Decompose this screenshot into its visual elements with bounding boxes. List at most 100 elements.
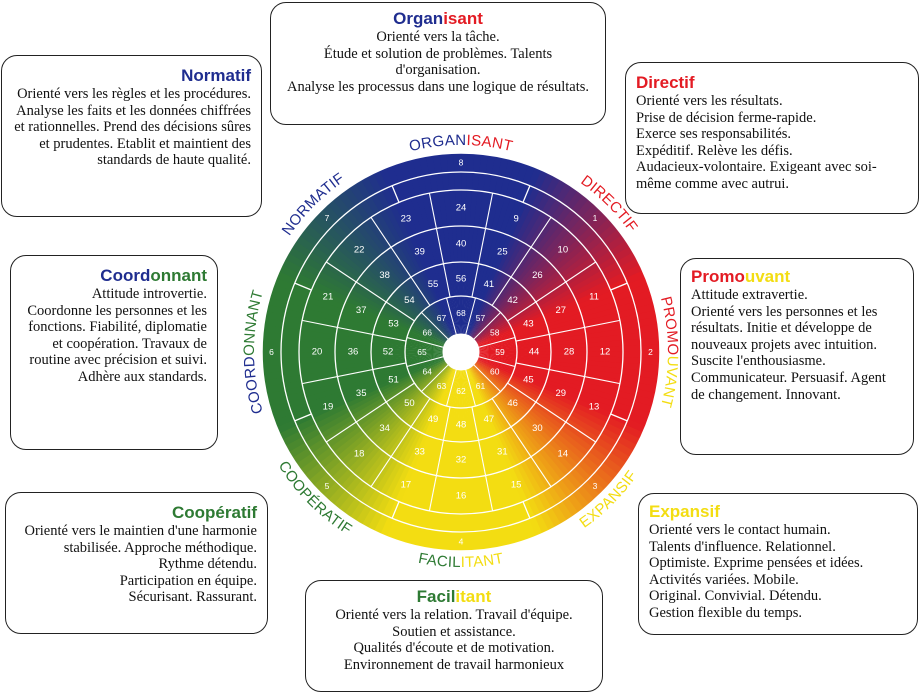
wheel-spoke xyxy=(491,398,552,488)
wheel-spoke xyxy=(507,382,597,443)
wheel-color-slice xyxy=(477,270,646,346)
wheel-color-slice xyxy=(355,179,453,337)
wheel-number: 12 xyxy=(600,347,611,358)
wheel-color-slice xyxy=(465,369,523,544)
wheel-color-slice xyxy=(471,186,579,338)
wheel-number: 62 xyxy=(456,386,466,396)
wheel-color-slice xyxy=(466,162,530,336)
wheel-spoke xyxy=(471,406,494,511)
wheel-spoke xyxy=(515,319,620,342)
wheel-number: 42 xyxy=(507,295,518,306)
wheel-number: 21 xyxy=(323,291,334,302)
wheel-color-slice xyxy=(475,229,623,342)
wheel-number: 11 xyxy=(589,291,599,302)
wheel-color-slice xyxy=(473,213,610,340)
cooperatif-box: Coopératif Orienté vers le maintien d'un… xyxy=(5,492,268,634)
wheel-color-slice xyxy=(478,303,656,349)
wheel-color-slice xyxy=(343,186,451,338)
wheel-number: 6 xyxy=(269,347,274,357)
wheel-spoke xyxy=(428,406,451,511)
wheel-ring-line xyxy=(280,171,642,533)
wheel-number: 35 xyxy=(356,388,367,399)
wheel-label-part: FACIL xyxy=(417,550,461,571)
wheel-spoke xyxy=(515,362,620,385)
wheel-color-slice xyxy=(281,359,446,446)
wheel-number: 36 xyxy=(348,347,359,358)
wheel-color-slice xyxy=(465,369,517,546)
wheel-color-slice xyxy=(467,164,537,336)
wheel-number: 1 xyxy=(593,213,598,223)
wheel-color-slice xyxy=(285,360,446,452)
wheel-color-slice xyxy=(261,351,444,360)
wheel-color-slice xyxy=(273,276,445,346)
wheel-number: 40 xyxy=(456,239,467,250)
wheel-color-slice xyxy=(468,172,555,337)
wheel-label-facilitant: FACILITANT xyxy=(417,550,505,571)
wheel-ring-line xyxy=(404,295,518,409)
wheel-color-slice xyxy=(477,358,646,434)
wheel-number: 63 xyxy=(437,381,447,391)
facilitant-box: Facilitant Orienté vers la relation. Tra… xyxy=(305,580,603,692)
normatif-text: Orienté vers les règles et les procédure… xyxy=(14,86,251,169)
wheel-color-slice xyxy=(285,252,446,344)
wheel-major-spoke xyxy=(610,282,628,291)
wheel-color-slice xyxy=(472,199,595,339)
wheel-color-slice xyxy=(472,365,595,505)
wheel-color-slice xyxy=(303,223,448,341)
wheel-color-slice xyxy=(473,364,610,491)
wheel-number: 34 xyxy=(379,423,390,434)
wheel-color-slice xyxy=(373,368,454,535)
wheel-spoke xyxy=(302,362,407,385)
wheel-color-slice xyxy=(471,190,584,338)
wheel-major-spoke xyxy=(294,282,312,291)
wheel-number: 18 xyxy=(354,448,365,459)
wheel-number: 32 xyxy=(456,455,467,466)
wheel-color-slice xyxy=(392,368,456,542)
wheel-inner-spoke xyxy=(406,356,444,367)
wheel-number: 27 xyxy=(555,305,566,316)
wheel-number: 51 xyxy=(388,374,399,385)
wheel-number: 29 xyxy=(555,388,566,399)
wheel-color-slice xyxy=(262,352,444,367)
wheel-number: 53 xyxy=(388,319,399,330)
wheel-color-slice xyxy=(474,223,619,341)
wheel-color-slice xyxy=(295,362,447,470)
cooperatif-text: Orienté vers le maintien d'une harmonie … xyxy=(24,523,257,606)
promouvant-title-part-b: uvant xyxy=(744,267,791,286)
wheel-label-part: UVANT xyxy=(657,355,681,409)
wheel-number: 41 xyxy=(484,279,495,290)
expansif-text: Orienté vers le contact humain. Talents … xyxy=(649,522,864,621)
wheel-color-slice xyxy=(343,366,451,518)
wheel-color-slice xyxy=(262,353,444,374)
wheel-color-slice xyxy=(461,369,476,551)
wheel-major-spoke xyxy=(522,185,531,203)
wheel-color-slice xyxy=(446,153,461,335)
wheel-color-slice xyxy=(303,363,448,481)
wheel-color-slice xyxy=(266,355,444,401)
wheel-spoke xyxy=(370,398,431,488)
wheel-inner-spoke xyxy=(406,337,444,348)
wheel-center-hole xyxy=(442,333,480,371)
wheel-color-slice xyxy=(299,362,447,475)
wheel-number: 5 xyxy=(325,481,330,491)
wheel-inner-spoke xyxy=(421,364,449,392)
wheel-number: 49 xyxy=(428,414,439,425)
organisant-title-part-a: Organ xyxy=(393,9,444,28)
facilitant-title: Facilitant xyxy=(316,587,592,607)
wheel-number: 4 xyxy=(459,537,464,547)
wheel-color-slice xyxy=(276,270,445,346)
wheel-color-slice xyxy=(469,367,567,525)
wheel-color-slice xyxy=(288,360,446,458)
wheel-color-slice xyxy=(467,368,543,537)
wheel-color-slice xyxy=(477,359,644,440)
wheel-number: 25 xyxy=(497,247,508,258)
wheel-color-slice xyxy=(469,176,561,337)
wheel-color-slice xyxy=(464,369,510,547)
wheel-number: 17 xyxy=(401,480,412,491)
normatif-title: Normatif xyxy=(181,66,251,85)
wheel-color-slice xyxy=(478,323,659,351)
wheel-color-slice xyxy=(478,290,653,348)
wheel-color-slice xyxy=(367,367,454,532)
wheel-color-slice xyxy=(475,362,627,470)
wheel-color-slice xyxy=(267,356,444,408)
